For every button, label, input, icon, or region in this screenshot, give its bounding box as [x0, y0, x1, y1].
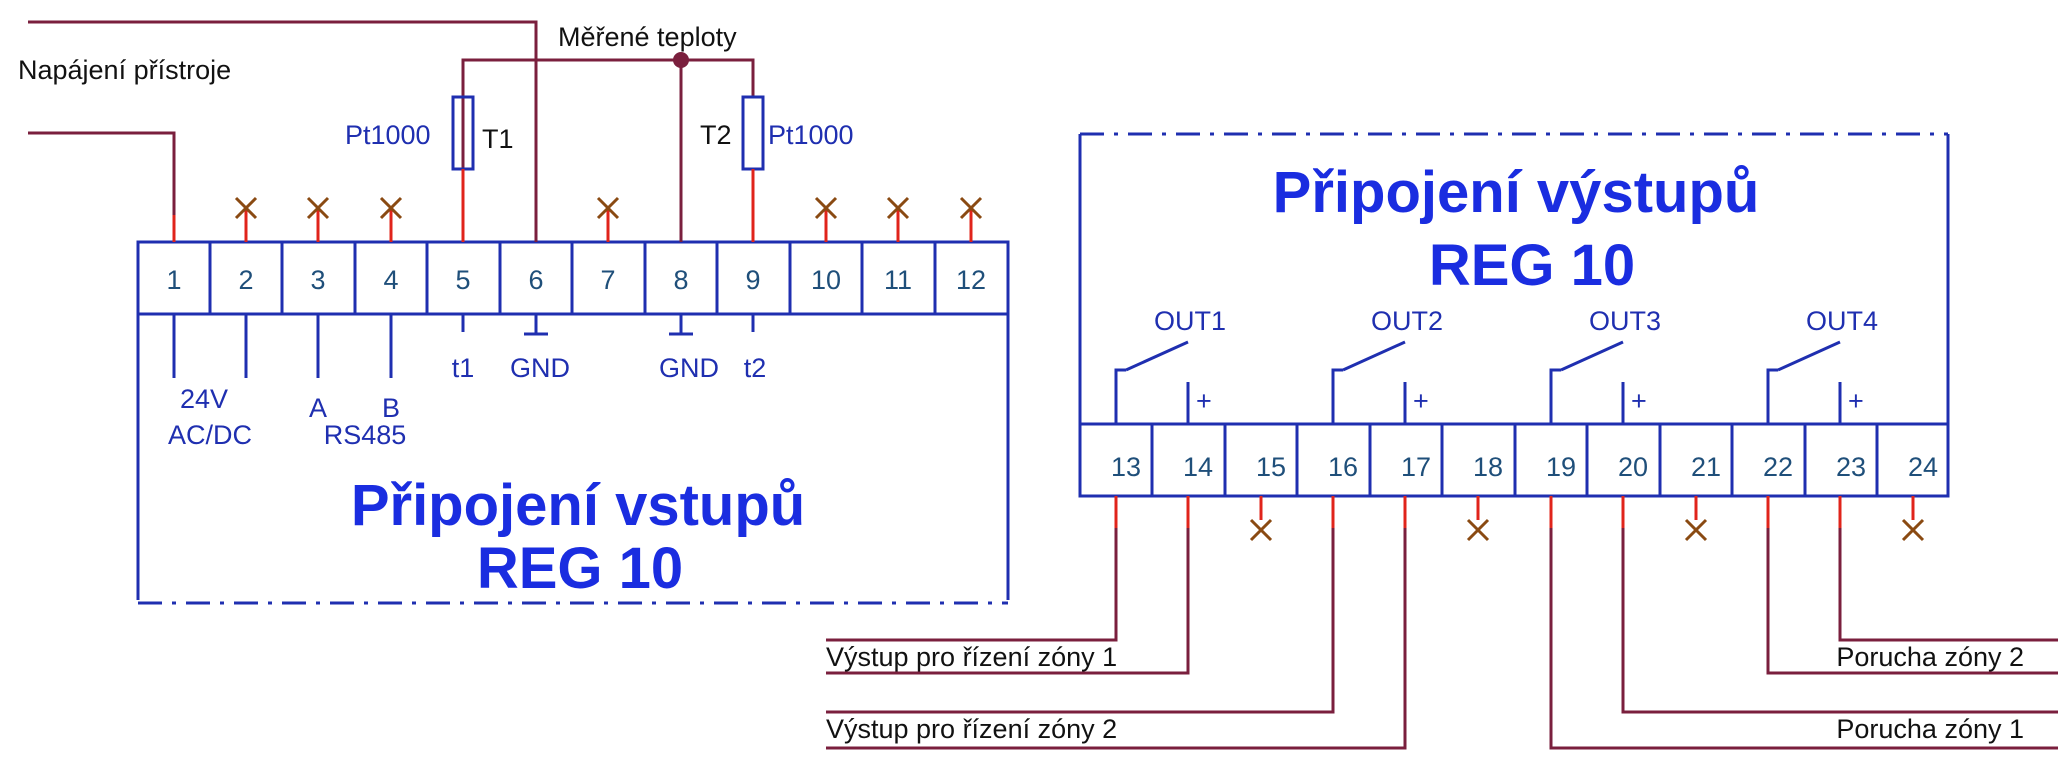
output-terminal-dividers	[1150, 424, 1879, 496]
input-title-line2: REG 10	[477, 536, 683, 601]
power-supply-wire	[28, 131, 176, 215]
output-block: Připojení výstupů REG 10 13 14 15 16 17 …	[1078, 132, 1950, 498]
input-block: 1 2 3 4 5 6 7 8 9 10 11 12 24V	[136, 240, 1010, 605]
out2-label: OUT2	[1371, 306, 1443, 336]
power-supply-label: Napájení přístroje	[18, 55, 231, 85]
zone2-fault-wire-a	[1838, 528, 2058, 642]
terminal-23: 23	[1836, 452, 1866, 482]
terminal-10: 10	[811, 265, 841, 295]
t2-label: t2	[744, 353, 767, 383]
terminal-6: 6	[528, 265, 543, 295]
zone1-fault-wire-b	[1549, 528, 2058, 750]
gnd1-label: GND	[510, 353, 570, 383]
rs485-a-label: A	[309, 393, 327, 423]
output-nc-markers	[1249, 496, 1925, 542]
zone1-control-label: Výstup pro řízení zóny 1	[826, 642, 1117, 672]
terminal-16: 16	[1328, 452, 1358, 482]
terminal-20: 20	[1618, 452, 1648, 482]
power-voltage-label: 24V	[180, 384, 228, 414]
out1-plus: +	[1196, 386, 1212, 416]
zone1-control-wire-b	[826, 528, 1190, 675]
zone1-control-wire-a	[826, 528, 1118, 642]
terminal-3: 3	[310, 265, 325, 295]
sensor-t2-resistor	[741, 95, 765, 171]
terminal-5: 5	[455, 265, 470, 295]
sensor-type-left: Pt1000	[345, 120, 431, 150]
zone2-fault-label: Porucha zóny 2	[1836, 642, 2024, 672]
input-terminal-numbers: 1 2 3 4 5 6 7 8 9 10 11 12	[166, 265, 986, 295]
rs485-b-label: B	[382, 393, 400, 423]
output-title-line1: Připojení výstupů	[1273, 160, 1760, 225]
output-terminal-numbers: 13 14 15 16 17 18 19 20 21 22 23 24	[1111, 452, 1938, 482]
input-internal-leads	[172, 314, 755, 378]
zone2-control-wire-b	[826, 528, 1407, 750]
terminal-1: 1	[166, 265, 181, 295]
out2-plus: +	[1413, 386, 1429, 416]
output-external-wiring: Výstup pro řízení zóny 1 Výstup pro říze…	[826, 496, 2058, 750]
terminal-8: 8	[673, 265, 688, 295]
terminal-21: 21	[1691, 452, 1721, 482]
out3-label: OUT3	[1589, 306, 1661, 336]
sensor-bus-wire	[461, 58, 755, 180]
out3-plus: +	[1631, 386, 1647, 416]
zone1-fault-wire-a	[1621, 528, 2058, 714]
terminal-7: 7	[600, 265, 615, 295]
sensor-type-right: Pt1000	[768, 120, 854, 150]
input-title-line1: Připojení vstupů	[351, 473, 805, 538]
terminal-14: 14	[1183, 452, 1213, 482]
out1-label: OUT1	[1154, 306, 1226, 336]
output-title-line2: REG 10	[1429, 233, 1635, 298]
relay-out3: + OUT3	[1549, 306, 1661, 424]
terminal-11: 11	[884, 265, 912, 295]
power-type-label: AC/DC	[168, 420, 252, 450]
terminal-12: 12	[956, 265, 986, 295]
zone2-control-wire-a	[826, 528, 1335, 714]
t1-label: t1	[452, 353, 475, 383]
gnd2-label: GND	[659, 353, 719, 383]
terminal-22: 22	[1763, 452, 1793, 482]
sensor-t1-label: T1	[482, 124, 514, 154]
sensor-t2-label: T2	[700, 120, 732, 150]
measured-temps-label: Měřené teploty	[558, 22, 737, 52]
out4-label: OUT4	[1806, 306, 1878, 336]
terminal-18: 18	[1473, 452, 1503, 482]
terminal-15: 15	[1256, 452, 1286, 482]
input-external-wiring: Napájení přístroje Měřené teploty Pt1000…	[18, 20, 983, 242]
terminal-2: 2	[238, 265, 253, 295]
gnd-return-wire	[28, 20, 538, 242]
terminal-9: 9	[745, 265, 760, 295]
terminal-17: 17	[1401, 452, 1431, 482]
terminal-19: 19	[1546, 452, 1576, 482]
terminal-4: 4	[383, 265, 398, 295]
output-leads	[1114, 496, 1842, 528]
input-nc-markers	[234, 196, 983, 242]
relay-out2: + OUT2	[1331, 306, 1443, 424]
zone1-fault-label: Porucha zóny 1	[1836, 714, 2024, 744]
terminal-13: 13	[1111, 452, 1141, 482]
terminal-24: 24	[1908, 452, 1938, 482]
zone2-control-label: Výstup pro řízení zóny 2	[826, 714, 1117, 744]
input-terminal-dividers	[208, 242, 937, 314]
junction-dot	[673, 52, 689, 68]
relay-out4: + OUT4	[1766, 306, 1878, 424]
relay-out1: + OUT1	[1114, 306, 1226, 424]
out4-plus: +	[1848, 386, 1864, 416]
zone2-fault-wire-b	[1766, 528, 2058, 675]
rs485-label: RS485	[324, 420, 407, 450]
